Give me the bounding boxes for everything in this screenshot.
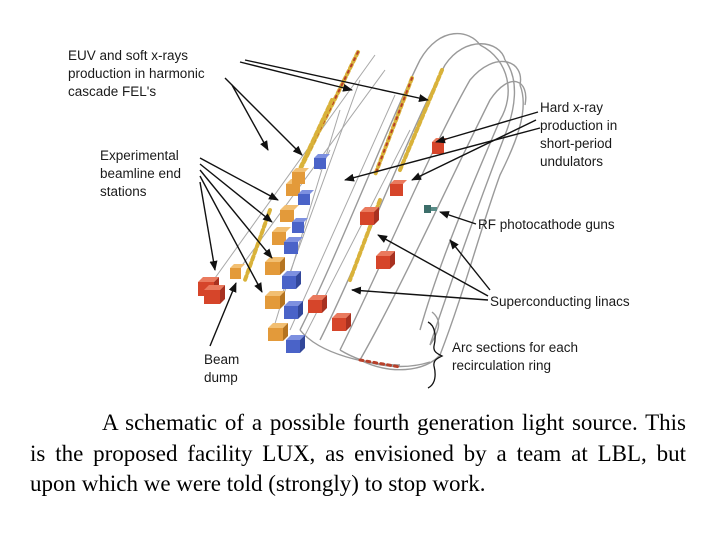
figure-caption: A schematic of a possible fourth generat… [30, 410, 686, 496]
label-linacs: Superconducting linacs [490, 294, 630, 309]
label-hard-line-4: undulators [540, 154, 603, 169]
end-station [268, 323, 288, 341]
label-arc-sections: Arc sections for each recirculation ring [452, 340, 582, 373]
end-station [308, 295, 327, 313]
label-euv-line-2: production in harmonic [68, 66, 205, 81]
label-arc-line-2: recirculation ring [452, 358, 551, 373]
end-station [292, 218, 308, 233]
label-euv-line-1: EUV and soft x-rays [68, 48, 188, 63]
label-exp-line-1: Experimental [100, 148, 179, 163]
end-station [282, 271, 301, 289]
end-station [230, 264, 245, 279]
label-dump-line-1: Beam [204, 352, 239, 367]
end-station [265, 291, 285, 309]
label-exp-line-2: beamline end [100, 166, 181, 181]
label-arc-line-1: Arc sections for each [452, 340, 578, 355]
end-station [332, 313, 351, 331]
end-station [376, 251, 395, 269]
label-euv: EUV and soft x-rays production in harmon… [68, 48, 208, 99]
end-station [284, 301, 303, 319]
end-station [286, 335, 305, 353]
label-exp-line-3: stations [100, 184, 147, 199]
label-hard-line-3: short-period [540, 136, 612, 151]
label-hard-line-1: Hard x-ray [540, 100, 603, 115]
end-station [272, 227, 291, 245]
lux-facility-schematic: EUV and soft x-rays production in harmon… [68, 33, 630, 389]
end-station [284, 237, 303, 254]
label-experimental: Experimental beamline end stations [100, 148, 185, 199]
label-hard-line-2: production in [540, 118, 617, 133]
end-station [292, 168, 309, 184]
end-station [314, 154, 330, 169]
rf-photocathode-gun [424, 205, 437, 213]
end-station [265, 257, 285, 275]
leader-arrows [199, 59, 541, 347]
label-euv-line-3: cascade FEL's [68, 84, 156, 99]
label-rf-guns: RF photocathode guns [478, 217, 615, 232]
end-station [390, 180, 407, 196]
end-station [204, 285, 225, 304]
arc-brace [427, 321, 444, 389]
end-station [298, 190, 314, 205]
label-beam-dump: Beam dump [204, 352, 243, 385]
end-station [280, 205, 299, 222]
end-stations [198, 138, 448, 353]
label-hard-xray: Hard x-ray production in short-period un… [540, 100, 621, 169]
label-dump-line-2: dump [204, 370, 238, 385]
end-station [360, 207, 379, 225]
